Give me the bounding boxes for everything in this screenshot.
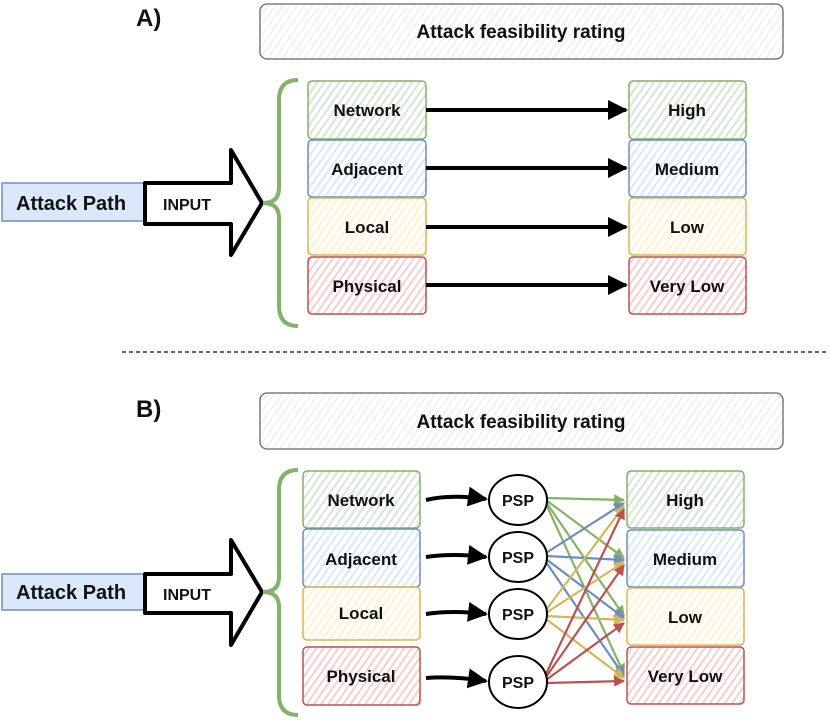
vector-label: Network [327, 491, 395, 510]
arrow-physical-to-psp [425, 668, 488, 689]
panel-b-rating-very-low: Very Low [626, 646, 745, 705]
rating-label: High [668, 101, 706, 120]
cross-arrow-local-very-low [545, 618, 625, 679]
vector-label: Adjacent [325, 550, 397, 569]
panel-b-rating-medium: Medium [626, 529, 745, 588]
panel-b-title: Attack feasibility rating [416, 412, 625, 433]
rating-label: Very Low [650, 277, 725, 296]
cross-arrow-physical-high [545, 508, 625, 675]
vector-label: Physical [327, 667, 396, 686]
cross-arrow-adjacent-high [545, 502, 625, 554]
panel-b-bracket [262, 468, 299, 717]
panel-a-bracket [262, 78, 299, 328]
panel-a-vector-physical: Physical [307, 256, 427, 315]
rating-label: Very Low [648, 667, 723, 686]
panel-b-rating-high: High [626, 470, 745, 529]
input-arrow-shape [143, 148, 264, 257]
psp-label: PSP [502, 607, 534, 624]
arrow-adjacent-to-psp [425, 544, 488, 565]
panel-b-vector-network: Network [302, 470, 421, 529]
cross-arrow-physical-very-low [545, 675, 626, 687]
panel-a-vector-adjacent: Adjacent [307, 139, 427, 198]
arrow-local-to-psp [425, 601, 488, 622]
panel-a-title: Attack feasibility rating [416, 22, 625, 43]
panel-a-rating-very-low: Very Low [628, 256, 747, 315]
input-arrow-shape [143, 538, 264, 647]
panel-a-title-box: Attack feasibility rating [259, 3, 784, 60]
vector-label: Network [333, 101, 401, 120]
panel-b: B) Attack feasibility rating Attack Path… [1, 392, 784, 717]
psp-node-network: PSP [488, 474, 548, 526]
cross-arrow-local-medium [545, 561, 625, 614]
panel-b-vector-local: Local [302, 586, 421, 641]
psp-node-adjacent: PSP [488, 531, 548, 583]
attack-path-box [1, 182, 149, 222]
input-arrow-label: INPUT [163, 197, 211, 214]
psp-label: PSP [502, 550, 534, 567]
panel-a-rating-high: High [628, 80, 747, 140]
cross-arrow-physical-medium [545, 564, 625, 678]
psp-node-physical: PSP [488, 655, 548, 709]
cross-arrows [545, 494, 626, 687]
psp-label: PSP [502, 675, 534, 692]
panel-a-rating-low: Low [628, 197, 747, 256]
rating-label: Medium [655, 160, 719, 179]
psp-node-local: PSP [488, 588, 548, 640]
panel-b-title-box: Attack feasibility rating [259, 392, 784, 450]
rating-label: Low [670, 218, 705, 237]
vector-label: Adjacent [331, 160, 403, 179]
panel-b-vector-adjacent: Adjacent [302, 528, 421, 588]
panel-b-input: Attack Path INPUT [1, 538, 264, 647]
cross-arrow-local-low [545, 614, 626, 625]
attack-path-box [1, 573, 149, 611]
psp-label: PSP [502, 493, 534, 510]
vector-label: Local [345, 218, 389, 237]
cross-arrow-network-high [545, 494, 626, 506]
cross-arrow-local-high [545, 505, 625, 611]
panel-a-input: Attack Path INPUT [1, 148, 264, 257]
panel-b-rating-low: Low [626, 587, 745, 646]
panel-b-label: B) [136, 396, 161, 423]
panel-a-rating-medium: Medium [628, 139, 747, 198]
attack-path-label: Attack Path [16, 193, 126, 215]
cross-arrow-physical-low [545, 622, 625, 681]
vector-label: Physical [333, 277, 402, 296]
attack-path-label: Attack Path [16, 582, 126, 604]
panel-b-vector-physical: Physical [302, 646, 421, 706]
panel-a-vector-local: Local [307, 197, 427, 256]
rating-label: Medium [653, 550, 717, 569]
rating-label: Low [668, 608, 703, 627]
vector-label: Local [339, 604, 383, 623]
arrow-network-to-psp [425, 486, 488, 507]
panel-a-vector-network: Network [307, 80, 427, 140]
input-arrow-label: INPUT [163, 587, 211, 604]
rating-label: High [666, 491, 704, 510]
panel-a-label: A) [136, 5, 161, 32]
panel-a: A) Attack feasibility rating Attack Path… [1, 3, 784, 328]
